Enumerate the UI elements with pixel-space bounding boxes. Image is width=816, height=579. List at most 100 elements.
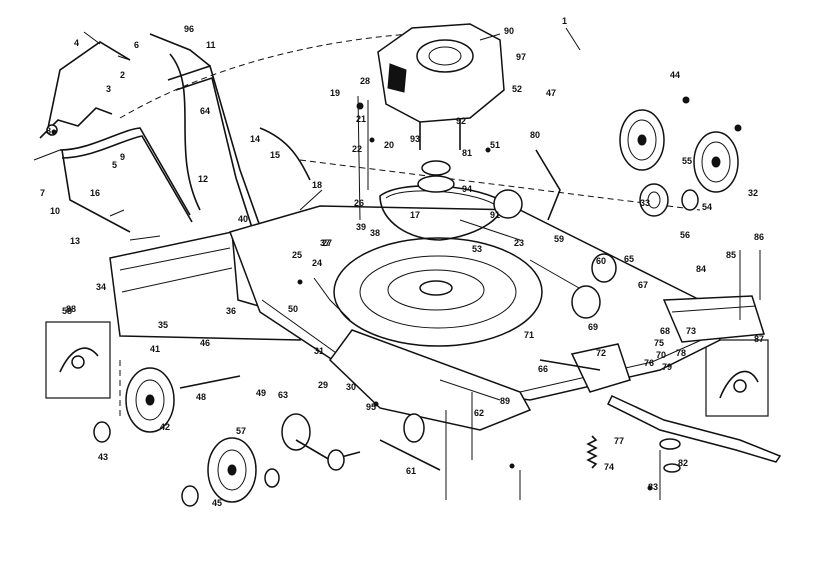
callout-78: 78 bbox=[676, 348, 686, 358]
callout-17: 17 bbox=[410, 210, 420, 220]
callout-33: 33 bbox=[640, 198, 650, 208]
callout-79: 79 bbox=[662, 362, 672, 372]
callout-85: 85 bbox=[726, 250, 736, 260]
front-wheel-lower bbox=[693, 131, 739, 193]
callout-13: 13 bbox=[70, 236, 80, 246]
callout-7: 7 bbox=[40, 188, 45, 198]
callout-87: 87 bbox=[754, 334, 764, 344]
callout-71: 71 bbox=[524, 330, 534, 340]
callout-14: 14 bbox=[250, 134, 260, 144]
callout-61: 61 bbox=[406, 466, 416, 476]
callout-81: 81 bbox=[462, 148, 472, 158]
callout-27: 27 bbox=[322, 238, 332, 248]
callout-58: 58 bbox=[62, 306, 72, 316]
callout-86: 86 bbox=[754, 232, 764, 242]
callout-83: 83 bbox=[648, 482, 658, 492]
callout-67: 67 bbox=[638, 280, 648, 290]
callout-6: 6 bbox=[134, 40, 139, 50]
callout-12: 12 bbox=[198, 174, 208, 184]
callout-97: 97 bbox=[516, 52, 526, 62]
inset-box-right bbox=[705, 339, 769, 417]
callout-20: 20 bbox=[384, 140, 394, 150]
engine bbox=[377, 23, 505, 150]
callout-63: 63 bbox=[278, 390, 288, 400]
drive-pulleys bbox=[417, 160, 523, 219]
callout-42: 42 bbox=[160, 422, 170, 432]
callout-77: 77 bbox=[614, 436, 624, 446]
callout-68: 68 bbox=[660, 326, 670, 336]
callout-5: 5 bbox=[112, 160, 117, 170]
callout-40: 40 bbox=[238, 214, 248, 224]
callout-91: 91 bbox=[490, 210, 500, 220]
callout-26: 26 bbox=[354, 198, 364, 208]
callout-3: 3 bbox=[106, 84, 111, 94]
transmission bbox=[570, 253, 631, 393]
callout-15: 15 bbox=[270, 150, 280, 160]
cutting-blade bbox=[606, 395, 782, 473]
callout-2: 2 bbox=[120, 70, 125, 80]
callout-9: 9 bbox=[120, 152, 125, 162]
callout-94: 94 bbox=[462, 184, 472, 194]
mower-deck bbox=[229, 205, 722, 401]
callout-49: 49 bbox=[256, 388, 266, 398]
deck-envelope-line bbox=[299, 159, 701, 211]
front-wheel-hub bbox=[639, 183, 699, 217]
rear-wheel-upper bbox=[93, 367, 175, 443]
handle-envelope-line bbox=[119, 33, 411, 119]
deck-skirt bbox=[329, 329, 532, 431]
callout-76: 76 bbox=[644, 358, 654, 368]
callout-28: 28 bbox=[360, 76, 370, 86]
callout-64: 64 bbox=[200, 106, 210, 116]
front-wheel-upper bbox=[619, 109, 665, 171]
callout-36: 36 bbox=[226, 306, 236, 316]
callout-43: 43 bbox=[98, 452, 108, 462]
callout-51: 51 bbox=[490, 140, 500, 150]
callout-80: 80 bbox=[530, 130, 540, 140]
callout-47: 47 bbox=[546, 88, 556, 98]
callout-37: 37 bbox=[320, 238, 330, 248]
callout-39: 39 bbox=[356, 222, 366, 232]
callout-4: 4 bbox=[74, 38, 79, 48]
callout-75: 75 bbox=[654, 338, 664, 348]
callout-62: 62 bbox=[474, 408, 484, 418]
callout-82: 82 bbox=[678, 458, 688, 468]
callout-1: 1 bbox=[562, 16, 567, 26]
callout-34: 34 bbox=[96, 282, 106, 292]
callout-18: 18 bbox=[312, 180, 322, 190]
callout-66: 66 bbox=[538, 364, 548, 374]
spring bbox=[586, 435, 598, 469]
callout-88: 88 bbox=[66, 304, 76, 314]
callout-19: 19 bbox=[330, 88, 340, 98]
callout-22: 22 bbox=[352, 144, 362, 154]
callout-10: 10 bbox=[50, 206, 60, 216]
callout-84: 84 bbox=[696, 264, 706, 274]
callout-31: 31 bbox=[314, 346, 324, 356]
callout-35: 35 bbox=[158, 320, 168, 330]
callout-72: 72 bbox=[596, 348, 606, 358]
callout-44: 44 bbox=[670, 70, 680, 80]
callout-41: 41 bbox=[150, 344, 160, 354]
callout-69: 69 bbox=[588, 322, 598, 332]
callout-74: 74 bbox=[604, 462, 614, 472]
callout-16: 16 bbox=[90, 188, 100, 198]
callout-73: 73 bbox=[686, 326, 696, 336]
callout-55: 55 bbox=[682, 156, 692, 166]
callout-21: 21 bbox=[356, 114, 366, 124]
callout-59: 59 bbox=[554, 234, 564, 244]
callout-57: 57 bbox=[236, 426, 246, 436]
rear-drive-gear bbox=[281, 413, 425, 471]
callout-95: 95 bbox=[366, 402, 376, 412]
leader-lines bbox=[33, 27, 761, 500]
callout-25: 25 bbox=[292, 250, 302, 260]
callout-30: 30 bbox=[346, 382, 356, 392]
callout-70: 70 bbox=[656, 350, 666, 360]
callout-23: 23 bbox=[514, 238, 524, 248]
callout-54: 54 bbox=[702, 202, 712, 212]
callout-93: 93 bbox=[410, 134, 420, 144]
blade-baffle bbox=[662, 295, 765, 343]
callout-45: 45 bbox=[212, 498, 222, 508]
callout-24: 24 bbox=[312, 258, 322, 268]
inset-box-left bbox=[45, 321, 111, 399]
callout-65: 65 bbox=[624, 254, 634, 264]
